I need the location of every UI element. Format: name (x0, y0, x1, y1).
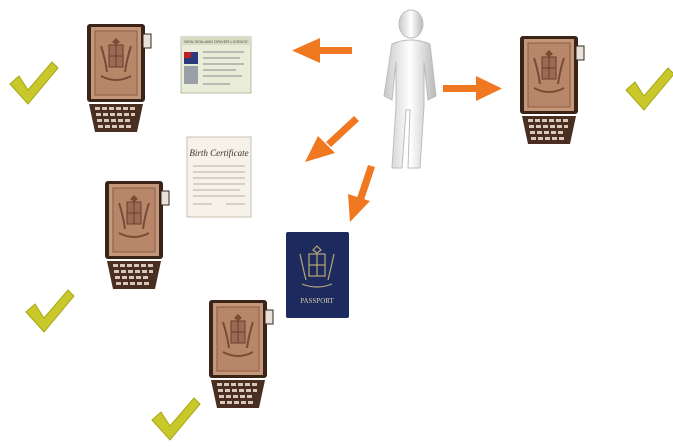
agency-kiosk-4 (209, 300, 273, 408)
arrow-to-birth-certificate (305, 116, 359, 162)
licence-title: NEW ZEALAND DRIVER LICENCE (184, 39, 248, 44)
agency-kiosk-3 (105, 181, 169, 289)
agency-kiosk-2 (520, 36, 584, 144)
person-figure-icon (384, 10, 436, 168)
passport-label: PASSPORT (300, 297, 334, 305)
check-icon (10, 62, 58, 104)
check-icon (152, 398, 200, 440)
drivers-licence-icon: NEW ZEALAND DRIVER LICENCE (181, 37, 251, 93)
agency-kiosk-1 (87, 24, 151, 132)
arrow-to-licence (292, 38, 352, 63)
arrow-to-passport (348, 165, 375, 222)
birth-certificate-title: Birth Certificate (189, 148, 248, 158)
passport-icon: PASSPORT (286, 232, 349, 318)
check-icon (626, 68, 673, 110)
check-icon (26, 290, 74, 332)
arrow-to-kiosk-2 (443, 76, 502, 101)
birth-certificate-icon: Birth Certificate (187, 137, 251, 217)
